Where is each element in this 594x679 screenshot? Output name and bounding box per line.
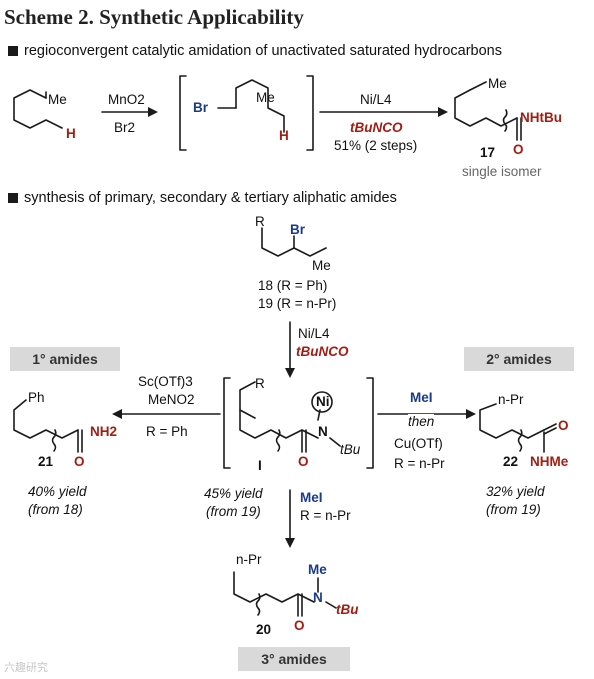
prod20-n-label: N xyxy=(313,590,323,605)
step1-bottom: Br2 xyxy=(114,120,136,135)
prod20-me-label: Me xyxy=(308,562,327,577)
mid-from: (from 19) xyxy=(206,504,261,519)
prod17-nh-label: NHtBu xyxy=(520,110,562,125)
prod20-number: 20 xyxy=(256,622,272,637)
sm18-br-label: Br xyxy=(290,222,306,237)
right-cond-3: Cu(OTf) xyxy=(394,436,443,451)
left-cond-1: Sc(OTf)3 xyxy=(138,374,193,389)
int-n-label: N xyxy=(318,424,328,439)
sm-h-label: H xyxy=(66,126,76,141)
down-cond-1: MeI xyxy=(300,490,323,505)
right-cond-2: then xyxy=(408,414,435,430)
prod17-note: single isomer xyxy=(462,164,542,179)
bracket-right xyxy=(306,75,314,151)
prod22-o-label: O xyxy=(558,418,569,433)
secondary-amides-label: 2° amides xyxy=(464,347,574,371)
sm18-label19: 19 (R = n-Pr) xyxy=(258,296,337,311)
int-r-label: R xyxy=(255,376,265,391)
prod21-o-label: O xyxy=(74,454,85,469)
wavy-bond-21 xyxy=(51,429,57,452)
section2-heading: synthesis of primary, secondary & tertia… xyxy=(24,190,397,206)
prod22-chain xyxy=(479,403,545,439)
prod20-o-label: O xyxy=(294,618,305,633)
prod20-npr-label: n-Pr xyxy=(236,552,262,567)
down1-cat: Ni/L4 xyxy=(298,326,330,341)
bullet-square xyxy=(8,193,18,203)
prod22-co2 xyxy=(543,427,557,435)
step2-mid: tBuNCO xyxy=(350,120,403,135)
wavy-bond xyxy=(502,109,508,132)
prod22-number: 22 xyxy=(503,454,519,469)
wavy-bond-22 xyxy=(517,429,523,452)
bracket-left xyxy=(179,75,187,151)
int-o-label: O xyxy=(298,454,309,469)
step2-top: Ni/L4 xyxy=(360,92,392,107)
left-cond-3: R = Ph xyxy=(146,424,188,439)
prod20-n-tbu xyxy=(325,601,337,609)
arrowhead-step2 xyxy=(438,107,448,117)
sm18-me-label: Me xyxy=(312,258,331,273)
int-chain xyxy=(235,79,285,133)
prod17-number: 17 xyxy=(480,145,496,160)
prod22-yield: 32% yield xyxy=(486,484,545,499)
sm-hydrocarbon-chain xyxy=(13,89,63,129)
prod17-bond-me xyxy=(469,81,487,91)
int-n-tbu xyxy=(329,437,341,447)
arrowhead-step1 xyxy=(148,107,158,117)
wavy-bond-20 xyxy=(255,593,261,616)
down-cond-2: R = n-Pr xyxy=(300,508,351,523)
watermark: 六趣研究 xyxy=(4,662,48,674)
prod21-nh2-label: NH2 xyxy=(90,424,118,439)
prod17-me-label: Me xyxy=(488,76,507,91)
wavy-bond-int xyxy=(275,429,281,452)
int-h-label: H xyxy=(279,128,289,143)
prod17-chain xyxy=(454,89,518,127)
prod20-tbu-label: tBu xyxy=(336,602,359,617)
down1-reagent: tBuNCO xyxy=(296,344,349,359)
arrowhead-down1 xyxy=(285,368,295,378)
int-tbu-label: tBu xyxy=(340,442,361,457)
prod22-from: (from 19) xyxy=(486,502,541,517)
scheme-title: Scheme 2. Synthetic Applicability xyxy=(4,5,304,29)
sm18-chain xyxy=(261,227,327,257)
mid-yield: 45% yield xyxy=(204,486,263,501)
tertiary-amides-label: 3° amides xyxy=(238,647,350,671)
prod22-nhme-label: NHMe xyxy=(530,454,569,469)
bullet-square xyxy=(8,46,18,56)
step2-yield: 51% (2 steps) xyxy=(334,138,418,153)
sm18-label18: 18 (R = Ph) xyxy=(258,278,328,293)
int-number: I xyxy=(258,458,262,473)
prod21-chain xyxy=(13,399,79,439)
int-bracket-right xyxy=(366,377,374,469)
sm-me-label: Me xyxy=(48,92,67,107)
arrowhead-down2 xyxy=(285,538,295,548)
right-cond-1: MeI xyxy=(410,390,433,405)
int-me-label: Me xyxy=(256,90,275,105)
prod21-ph-label: Ph xyxy=(28,390,45,405)
prod21-from: (from 18) xyxy=(28,502,83,517)
primary-amides-label: 1° amides xyxy=(10,347,120,371)
step1-top: MnO2 xyxy=(108,92,145,107)
sm18-r-label: R xyxy=(255,214,265,229)
arrowhead-left xyxy=(112,409,122,419)
section1-heading: regioconvergent catalytic amidation of u… xyxy=(24,43,502,59)
arrowhead-right xyxy=(466,409,476,419)
prod22-co xyxy=(543,423,557,431)
prod21-yield: 40% yield xyxy=(28,484,87,499)
int-chain-i xyxy=(239,381,256,419)
ni-circle xyxy=(311,391,333,413)
right-cond-4: R = n-Pr xyxy=(394,456,445,471)
left-cond-2: MeNO2 xyxy=(148,392,195,407)
prod17-o-label: O xyxy=(513,142,524,157)
ni-label: Ni xyxy=(316,394,330,409)
prod21-number: 21 xyxy=(38,454,54,469)
int-br-label: Br xyxy=(193,100,209,115)
prod22-npr-label: n-Pr xyxy=(498,392,524,407)
int-bracket-left xyxy=(223,377,231,469)
